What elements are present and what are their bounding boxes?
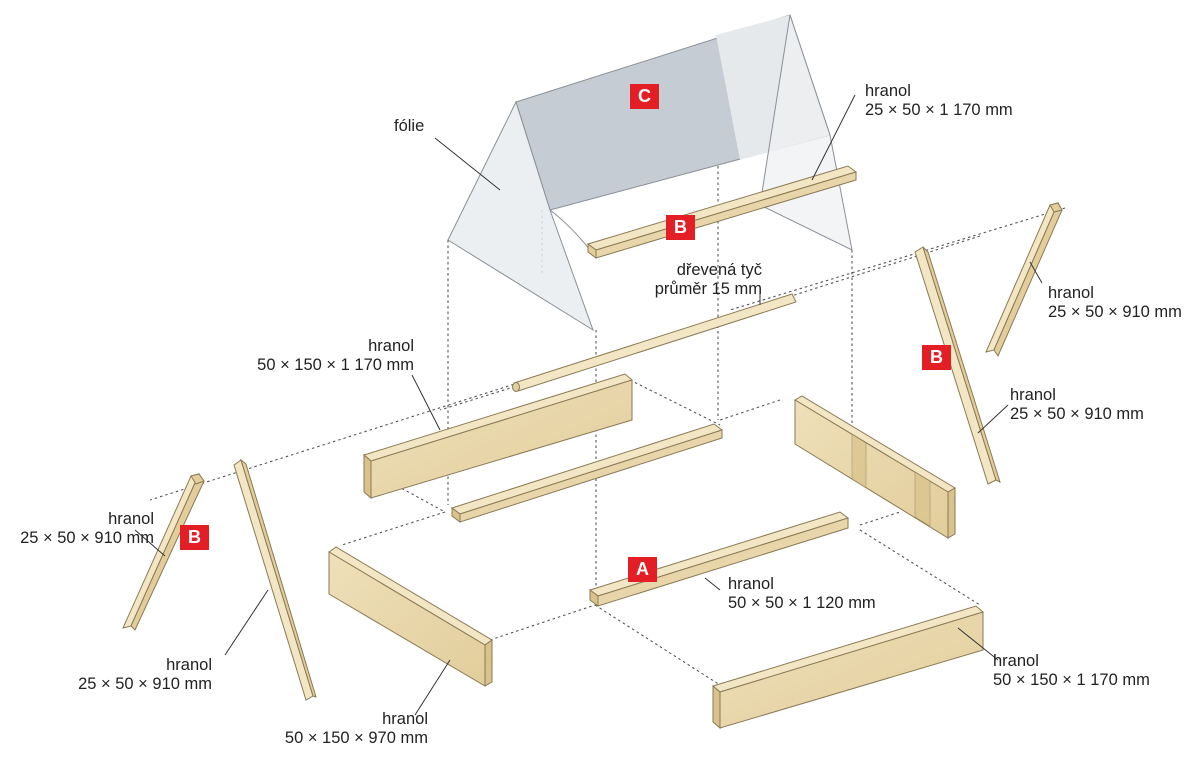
leader-lines (134, 94, 1043, 716)
film-hem (549, 209, 591, 251)
badge-c: C (630, 84, 659, 109)
label-left-leg-inner: hranol 25 × 50 × 910 mm (78, 656, 212, 693)
badge-b-top: B (666, 215, 695, 240)
top-batten (586, 165, 858, 259)
label-right-leg-outer: hranol 25 × 50 × 910 mm (1048, 284, 1182, 321)
label-right-leg-inner: hranol 25 × 50 × 910 mm (1010, 386, 1144, 423)
badge-b-left: B (180, 525, 209, 550)
front-board (711, 605, 985, 730)
left-leg-inner (233, 458, 317, 701)
label-side-board: hranol 50 × 150 × 970 mm (284, 710, 428, 747)
badge-b-right: B (922, 345, 951, 370)
right-leg-outer (985, 201, 1063, 358)
right-leg-inner (914, 246, 1001, 485)
label-folie: fólie (394, 117, 425, 135)
left-side-board (328, 546, 493, 687)
back-board (362, 373, 634, 500)
film-left-slope (447, 100, 594, 332)
label-center-beam: hranol 50 × 50 × 1 120 mm (728, 575, 876, 612)
wooden-rod (512, 293, 797, 392)
label-front-board: hranol 50 × 150 × 1 170 mm (993, 652, 1150, 689)
right-side-board (794, 395, 956, 539)
rear-beam (450, 423, 724, 523)
label-back-board: hranol 50 × 150 × 1 170 mm (257, 337, 414, 374)
left-leg-outer (122, 472, 205, 631)
label-top-batten: hranol 25 × 50 × 1 170 mm (865, 82, 1013, 119)
badge-a: A (628, 557, 657, 582)
label-left-leg-outer: hranol 25 × 50 × 910 mm (20, 510, 154, 547)
label-wooden-rod: dřevená tyč průměr 15 mm (654, 261, 762, 298)
